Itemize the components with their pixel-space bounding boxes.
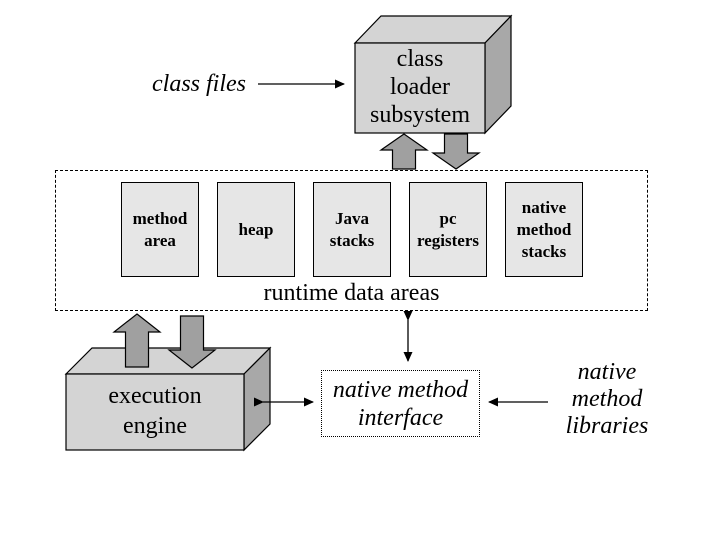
class-loader-label-line: class — [396, 46, 444, 72]
native-method-stacks-label: stacks — [521, 241, 567, 261]
heap-label: heap — [238, 219, 274, 239]
execution-engine-label-line: engine — [123, 413, 187, 439]
execution-engine-label-line: execution — [108, 383, 202, 409]
class-loader-subsystem-label: class loader subsystem — [355, 45, 485, 129]
native-method-interface-label: interface — [357, 404, 444, 431]
native-method-libraries-line: native — [577, 359, 637, 385]
runtime-data-areas-container — [55, 170, 648, 311]
java-stacks-label: Java — [335, 208, 369, 228]
native-method-interface-label: native method — [332, 376, 469, 403]
block-arrow-up-engine — [112, 313, 162, 368]
pc-registers-label: registers — [417, 230, 479, 250]
pc-registers-box: pc registers — [409, 182, 487, 277]
block-arrow-down-loader — [431, 133, 481, 170]
execution-engine-label: execution engine — [66, 381, 244, 441]
class-loader-label-line: loader — [390, 74, 450, 100]
method-area-label: method — [132, 208, 188, 228]
block-arrow-up-loader — [379, 133, 429, 170]
native-method-libraries-line: libraries — [565, 413, 649, 439]
java-stacks-label: stacks — [329, 230, 375, 250]
method-area-label: area — [144, 230, 176, 250]
pc-registers-label: pc — [439, 208, 457, 228]
runtime-data-areas-label: runtime data areas — [263, 280, 440, 306]
native-method-libraries-line: method — [571, 386, 643, 412]
native-method-stacks-box: native method stacks — [505, 182, 583, 277]
native-method-stacks-label: native — [521, 197, 567, 217]
heap-box: heap — [217, 182, 295, 277]
class-loader-label-line: subsystem — [369, 102, 470, 128]
native-method-libraries-label: native method libraries — [543, 359, 671, 440]
java-stacks-box: Java stacks — [313, 182, 391, 277]
native-method-stacks-label: method — [516, 219, 572, 239]
method-area-box: method area — [121, 182, 199, 277]
block-arrow-down-engine — [167, 315, 217, 369]
native-method-interface-box: native method interface — [321, 370, 480, 437]
class-files-label: class files — [152, 71, 246, 97]
